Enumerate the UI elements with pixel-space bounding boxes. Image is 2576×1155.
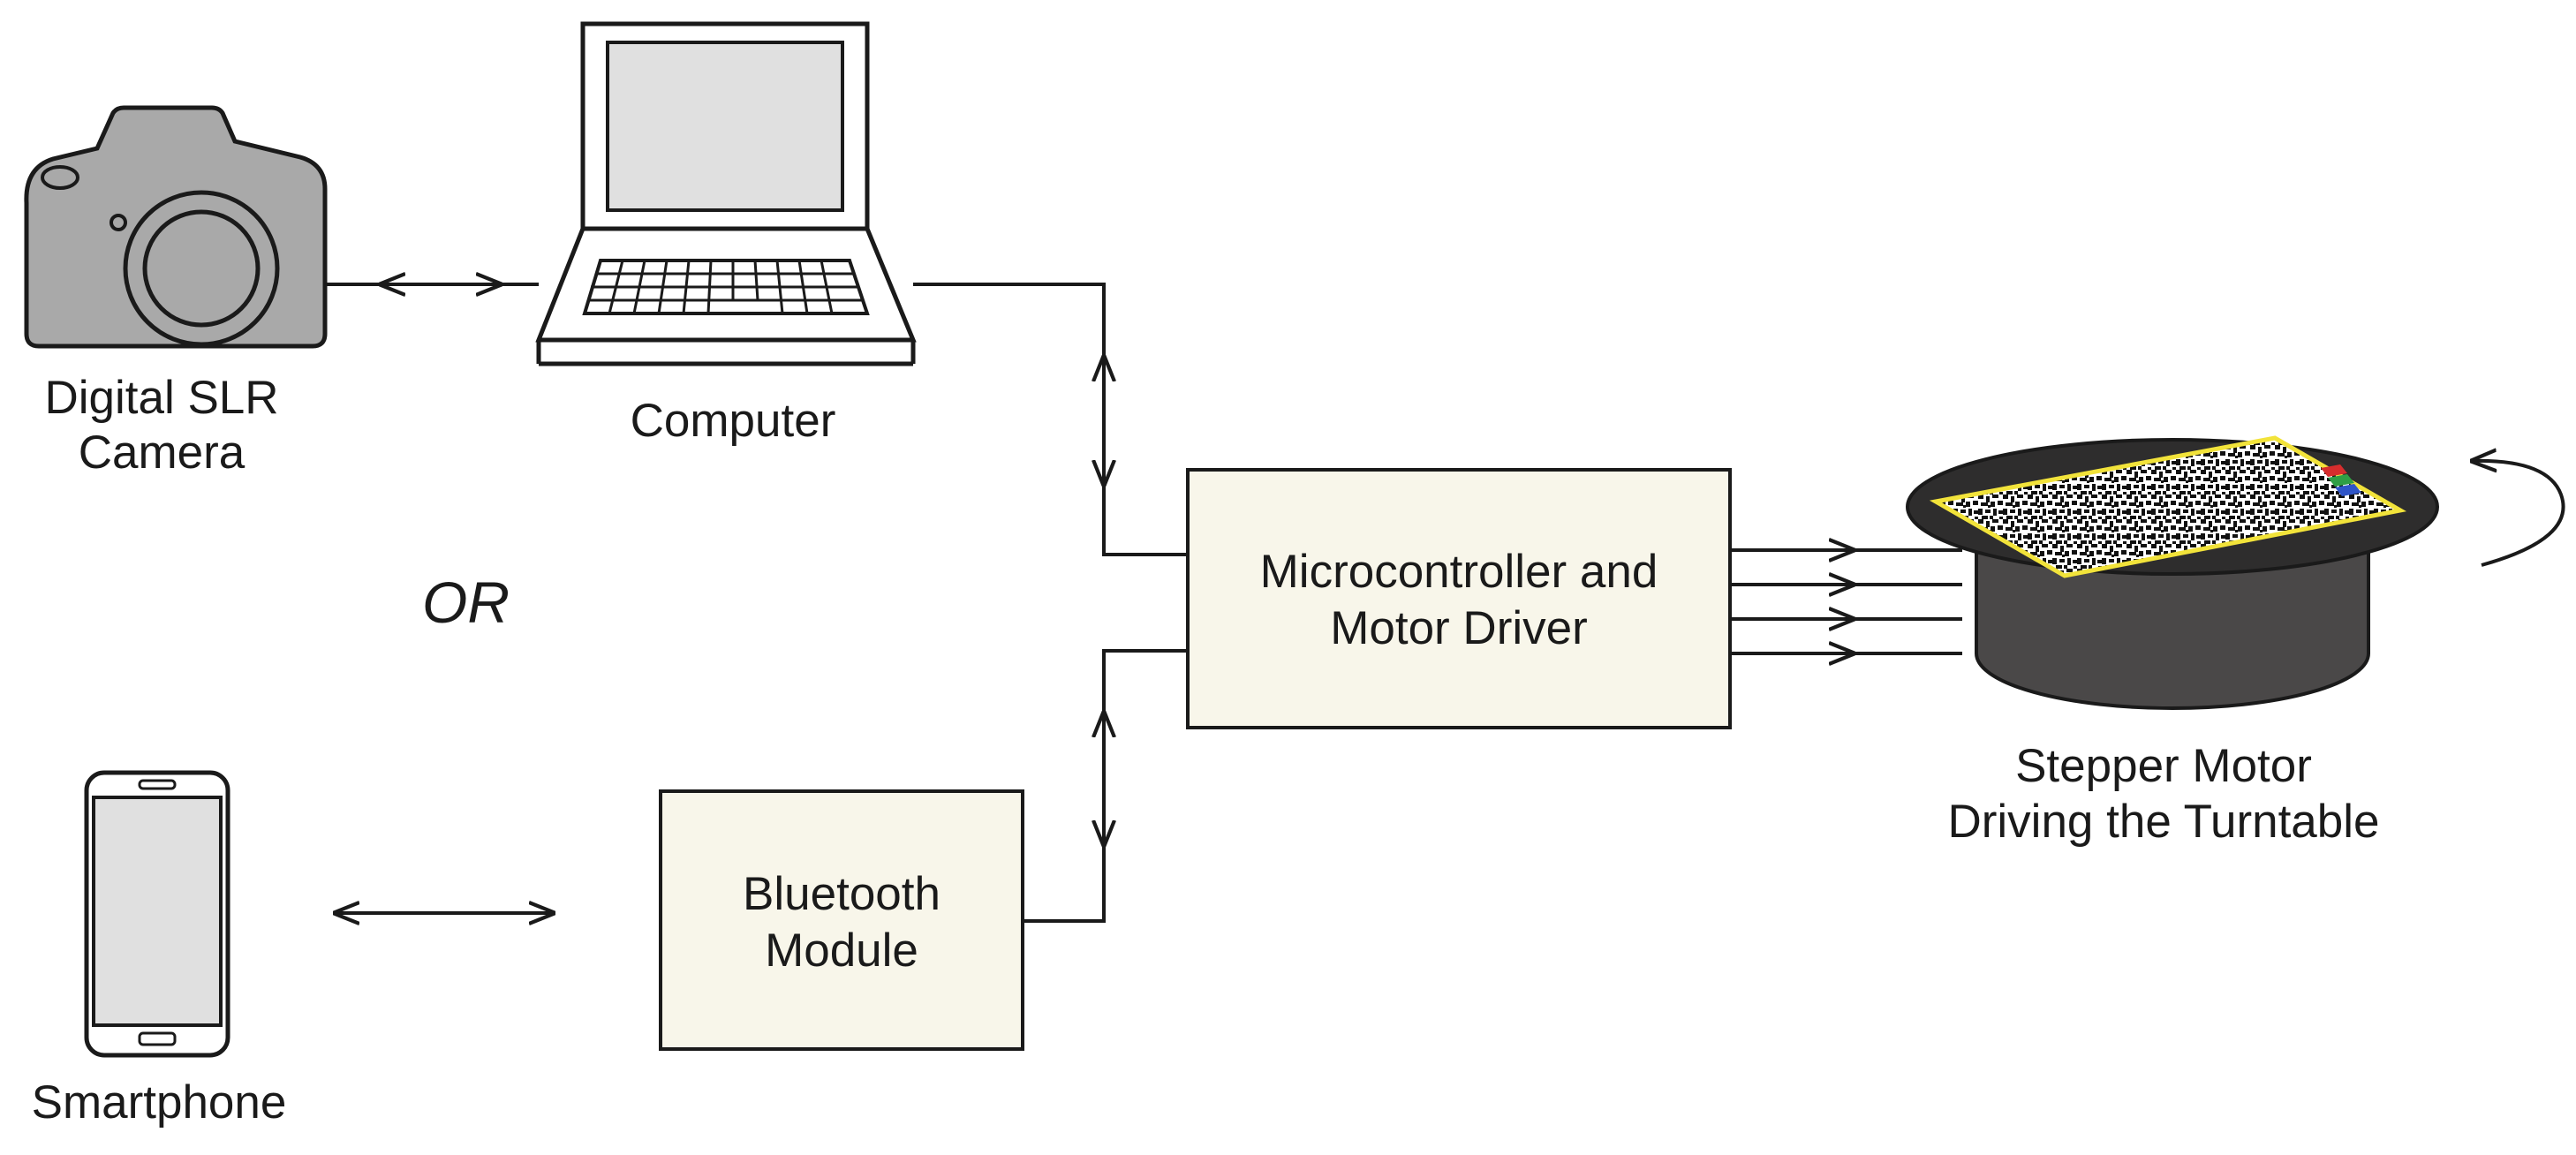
motor-wires	[1730, 550, 1962, 653]
turntable-icon	[1906, 435, 2439, 710]
rotation-arrow-icon	[2473, 461, 2565, 567]
computer-label: Computer	[631, 395, 836, 447]
camera-label-line2: Camera	[79, 427, 246, 479]
bluetooth-module-box	[659, 789, 1024, 1051]
computer-mcu-wire	[913, 283, 1188, 556]
bluetooth-module-label: Bluetooth	[743, 868, 941, 920]
color-swatches	[2321, 464, 2361, 496]
microcontroller-label: Microcontroller and	[1260, 546, 1658, 598]
or-label: OR	[422, 570, 510, 635]
laptop-icon	[535, 21, 917, 366]
microcontroller-label-line2: Motor Driver	[1330, 602, 1588, 654]
camera-icon	[24, 105, 328, 349]
bluetooth-module-label-line2: Module	[765, 925, 918, 977]
smartphone-label: Smartphone	[32, 1076, 287, 1129]
smartphone-icon	[84, 770, 230, 1058]
camera-label: Digital SLR	[44, 372, 278, 424]
stepper-motor-label-line2: Driving the Turntable	[1947, 796, 2379, 848]
stepper-motor-label: Stepper Motor	[2015, 740, 2312, 792]
microcontroller-box	[1186, 468, 1732, 729]
